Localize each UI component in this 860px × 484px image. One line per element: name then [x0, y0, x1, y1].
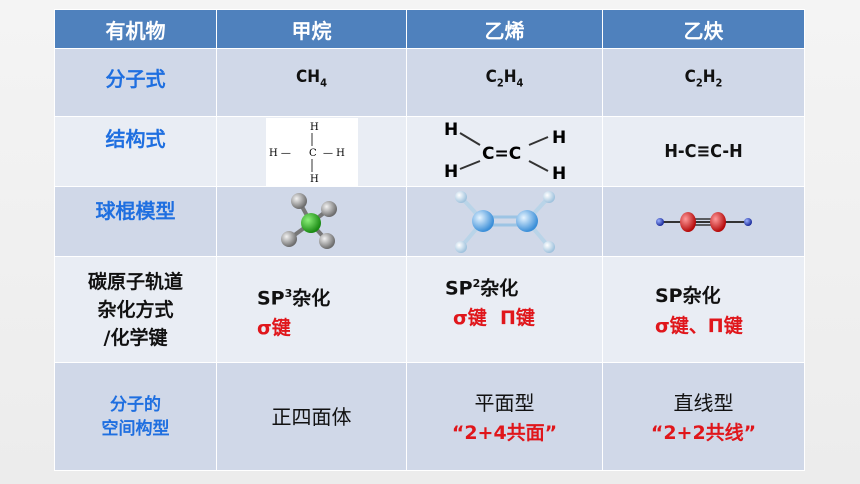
methane-structure-diagram: H H — C — H H [265, 117, 358, 186]
methane-c: C [309, 148, 317, 159]
geometry-row: 分子的 空间构型 正四面体 平面型 “2+4共面” 直线型 “2+2共线” [54, 362, 805, 471]
ethylene-ball-stick-model [454, 190, 555, 253]
orbital-ethylene: SP2杂化 σ键 Π键 [406, 256, 603, 363]
formula-methane: CH4 [216, 48, 407, 117]
ethylene-cc: C=C [482, 144, 521, 164]
formula-row: 分子式 CH4 C2H4 C2H2 [54, 48, 805, 117]
header-row: 有机物 甲烷 乙烯 乙炔 [54, 9, 805, 49]
ethylene-bond-type: σ键 Π键 [453, 307, 535, 330]
orbital-label-line2: 杂化方式 [97, 298, 174, 321]
acetylene-structure: H-C≡C-H [664, 141, 743, 162]
formula-acetylene: C2H2 [602, 48, 805, 117]
formula-label: 分子式 [54, 48, 217, 117]
model-methane [216, 186, 407, 257]
ethylene-h4: H [552, 164, 566, 184]
methane-ball-stick-model [280, 192, 337, 249]
structure-methane: H H — C — H H [216, 116, 407, 187]
acetylene-collinear-note: “2+2共线” [650, 422, 757, 444]
methane-h-right: — H [323, 148, 345, 159]
methane-bond-type: σ键 [257, 317, 291, 340]
ethylene-h2: H [444, 162, 458, 182]
ethylene-coplanar-note: “2+4共面” [451, 422, 558, 444]
structure-ethylene: H H H H C=C [406, 116, 603, 187]
ethylene-shape: 平面型 [474, 391, 535, 415]
acetylene-shape: 直线型 [673, 391, 734, 415]
methane-h-left: H — [269, 148, 291, 159]
acetylene-hybridization: SP杂化 [655, 285, 721, 307]
orbital-acetylene: SP杂化 σ键、Π键 [602, 256, 805, 363]
acetylene-ball-stick-model [655, 211, 752, 232]
structure-row: 结构式 H H — C — H H H H H H [54, 116, 805, 187]
methane-h-top: H [310, 122, 319, 133]
geometry-label-line1: 分子的 [110, 394, 161, 415]
header-methane: 甲烷 [216, 9, 407, 49]
header-ethylene: 乙烯 [406, 9, 603, 49]
ethylene-h1: H [444, 120, 458, 140]
formula-ethylene: C2H4 [406, 48, 603, 117]
header-organic: 有机物 [54, 9, 217, 49]
model-label: 球棍模型 [54, 186, 217, 257]
structure-label: 结构式 [54, 116, 217, 187]
ethylene-h3: H [552, 128, 566, 148]
acetylene-bond-type: σ键、Π键 [655, 315, 743, 337]
ethylene-structure-diagram: H H H H C=C [444, 120, 566, 184]
model-acetylene [602, 186, 805, 257]
model-row: 球棍模型 [54, 186, 805, 257]
geometry-ethylene: 平面型 “2+4共面” [406, 362, 603, 471]
geometry-label: 分子的 空间构型 [54, 362, 217, 471]
model-ethylene [406, 186, 603, 257]
orbital-row: 碳原子轨道 杂化方式 /化学键 SP3杂化 σ键 SP2杂化 σ键 Π键 SP杂… [54, 256, 805, 363]
methane-h-bottom: H [310, 174, 319, 185]
orbital-label-line3: /化学键 [103, 326, 168, 349]
orbital-label: 碳原子轨道 杂化方式 /化学键 [54, 256, 217, 363]
orbital-label-line1: 碳原子轨道 [87, 270, 183, 293]
comparison-table: 有机物 甲烷 乙烯 乙炔 分子式 CH4 C2H4 C2H2 结构式 H H — [54, 9, 805, 471]
geometry-methane: 正四面体 [216, 362, 407, 471]
methane-shape: 正四面体 [271, 404, 352, 429]
structure-acetylene: H-C≡C-H [602, 116, 805, 187]
geometry-acetylene: 直线型 “2+2共线” [602, 362, 805, 471]
header-acetylene: 乙炔 [602, 9, 805, 49]
geometry-label-line2: 空间构型 [101, 418, 170, 439]
orbital-methane: SP3杂化 σ键 [216, 256, 407, 363]
